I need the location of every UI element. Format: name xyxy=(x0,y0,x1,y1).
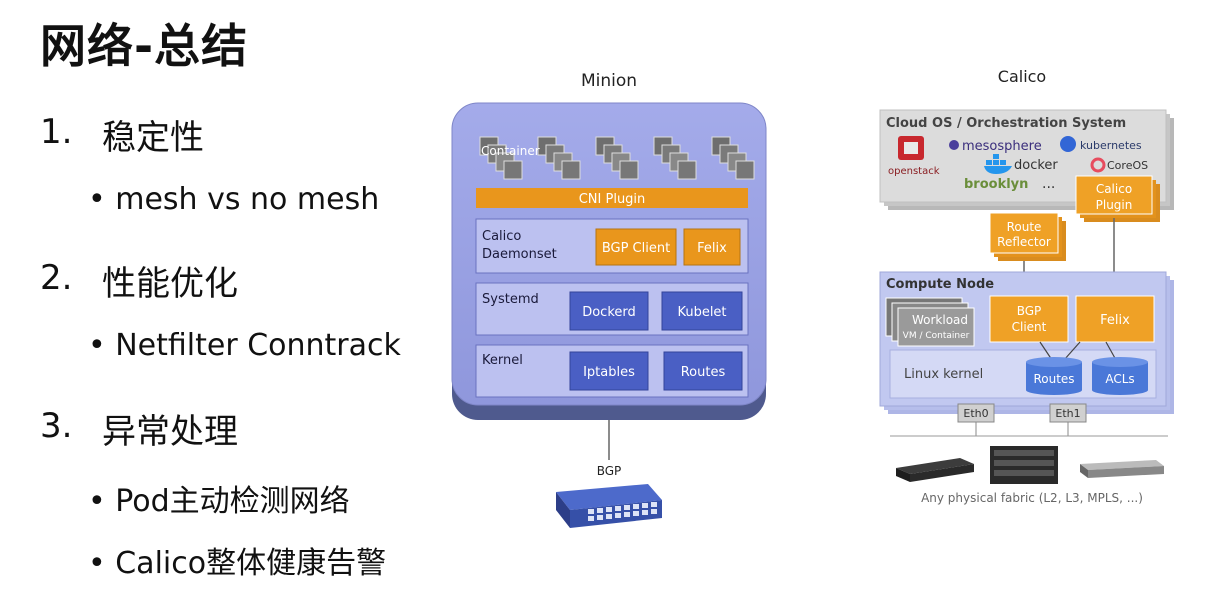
route-reflector-label-1: Route xyxy=(1007,220,1042,234)
eth0-label: Eth0 xyxy=(963,407,988,420)
container-stack-2 xyxy=(537,136,581,180)
felix-box xyxy=(683,228,741,266)
workload-label-1: Workload xyxy=(912,313,968,327)
iptables-label: Iptables xyxy=(583,365,635,380)
route-reflector-box xyxy=(989,212,1066,261)
bgp-client-box xyxy=(595,228,677,266)
container-stack-5 xyxy=(711,136,755,180)
mesosphere-logo-icon xyxy=(949,140,959,150)
calico-routes-label: Routes xyxy=(1033,372,1074,386)
list-number-3: 3. xyxy=(40,406,73,446)
calico-bgp-client-label-2: Client xyxy=(1012,320,1047,334)
sub-item-netfilter: • Netfilter Conntrack xyxy=(88,328,401,363)
openstack-logo-text: openstack xyxy=(888,166,940,177)
openstack-logo-icon xyxy=(898,136,924,160)
bgp-to-routes-arrow xyxy=(1039,341,1053,361)
calico-bgp-client-label-1: BGP xyxy=(1017,304,1042,318)
sub-item-mesh: • mesh vs no mesh xyxy=(88,182,380,217)
cni-plugin-label: CNI Plugin xyxy=(579,192,646,207)
list-item-exception: 异常处理 xyxy=(102,412,238,452)
list-number-2: 2. xyxy=(40,258,73,298)
orchestration-title: Cloud OS / Orchestration System xyxy=(886,116,1126,131)
docker-logo-text: docker xyxy=(1014,158,1058,173)
routes-box xyxy=(663,351,743,391)
cni-plugin-bar xyxy=(476,188,748,208)
calico-plugin-label-1: Calico xyxy=(1096,182,1132,196)
container-stack-4 xyxy=(653,136,697,180)
sub-item-netfilter-label: Netfilter Conntrack xyxy=(115,328,401,363)
list-number-1: 1. xyxy=(40,112,73,152)
kubelet-label: Kubelet xyxy=(677,305,726,320)
container-stack-1 xyxy=(479,136,523,180)
list-item-stability: 稳定性 xyxy=(102,118,204,158)
eth1-label: Eth1 xyxy=(1055,407,1080,420)
kubernetes-logo-text: kubernetes xyxy=(1080,139,1142,152)
fabric-label: Any physical fabric (L2, L3, MPLS, ...) xyxy=(921,491,1143,505)
container-stack-3 xyxy=(595,136,639,180)
compute-node-title: Compute Node xyxy=(886,277,994,292)
kubelet-box xyxy=(661,291,743,331)
routes-label: Routes xyxy=(681,365,726,380)
kubernetes-logo-icon xyxy=(1060,136,1076,152)
felix-to-acls-arrow xyxy=(1105,341,1117,361)
network-switch-icon xyxy=(556,484,662,528)
sub-item-calico-alert-label: Calico整体健康告警 xyxy=(115,546,387,581)
routes-cylinder-icon xyxy=(1026,357,1082,395)
route-reflector-label-2: Reflector xyxy=(997,235,1051,249)
sub-item-pod-detect-label: Pod主动检测网络 xyxy=(115,484,350,519)
calico-acls-label: ACLs xyxy=(1105,372,1134,386)
container-stacks xyxy=(479,136,755,180)
sub-item-calico-alert: • Calico整体健康告警 xyxy=(88,546,387,581)
sub-item-mesh-label: mesh vs no mesh xyxy=(115,182,380,217)
docker-logo-icon xyxy=(984,154,1012,174)
bgp-label: BGP xyxy=(597,464,622,478)
calico-felix-label: Felix xyxy=(1100,313,1130,328)
felix-to-routes-arrow xyxy=(1063,341,1081,361)
kernel-label: Kernel xyxy=(482,353,523,368)
coreos-logo-text: CoreOS xyxy=(1107,159,1148,172)
more-logos-ellipsis: ... xyxy=(1042,176,1055,192)
felix-label: Felix xyxy=(697,241,727,256)
dockerd-label: Dockerd xyxy=(582,305,636,320)
acls-cylinder-icon xyxy=(1092,357,1148,395)
minion-caption: Minion xyxy=(581,71,637,91)
linux-kernel-label: Linux kernel xyxy=(904,367,983,382)
calico-daemonset-label-1: Calico xyxy=(482,229,521,244)
sub-item-pod-detect: • Pod主动检测网络 xyxy=(88,484,350,519)
iptables-box xyxy=(569,351,649,391)
calico-bgp-client-box xyxy=(989,295,1069,343)
workload-stack xyxy=(885,297,975,347)
server-hardware-icon xyxy=(990,446,1058,484)
calico-plugin-box xyxy=(1075,175,1160,222)
mesosphere-logo-text: mesosphere xyxy=(962,139,1042,154)
router-hardware-icon xyxy=(1080,460,1164,478)
brooklyn-logo-text: brooklyn xyxy=(964,177,1028,192)
systemd-label: Systemd xyxy=(482,292,539,307)
calico-felix-box xyxy=(1075,295,1155,343)
calico-daemonset-label-2: Daemonset xyxy=(482,247,557,262)
container-label: Container xyxy=(481,144,540,158)
workload-label-2: VM / Container xyxy=(903,331,970,341)
page-title: 网络-总结 xyxy=(40,19,249,73)
switch-hardware-icon xyxy=(896,458,974,482)
coreos-logo-icon xyxy=(1090,157,1106,173)
dockerd-box xyxy=(569,291,649,331)
list-item-performance: 性能优化 xyxy=(102,264,238,304)
calico-plugin-label-2: Plugin xyxy=(1096,198,1133,212)
calico-caption: Calico xyxy=(998,67,1046,86)
bgp-client-label: BGP Client xyxy=(602,241,670,256)
